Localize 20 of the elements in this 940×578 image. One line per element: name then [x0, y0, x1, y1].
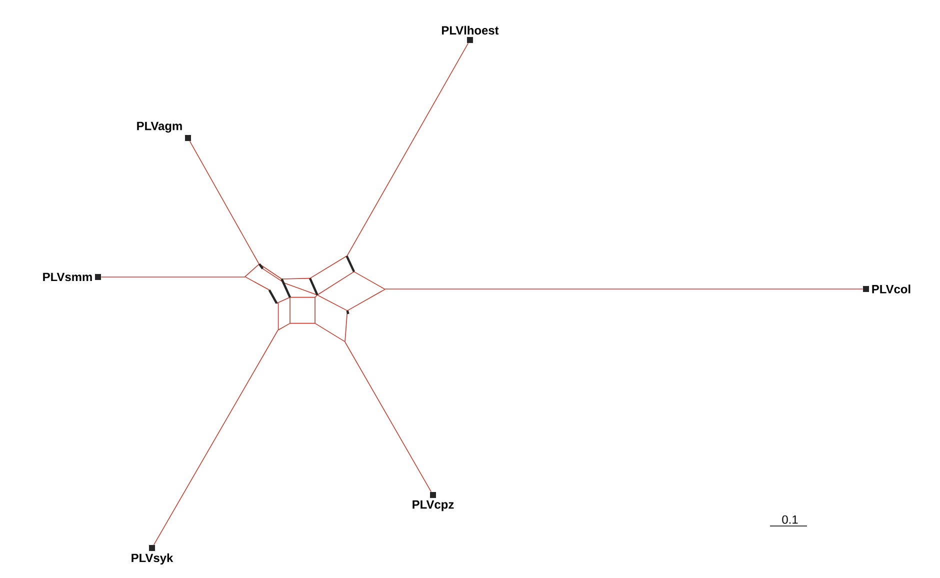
taxon-marker — [95, 274, 101, 280]
taxon-label: PLVcpz — [412, 500, 454, 512]
taxon-label: PLVagm — [137, 122, 182, 133]
split-network-drawing — [244, 256, 386, 342]
taxon-marker — [430, 492, 436, 498]
branch-line — [189, 140, 260, 264]
taxon-label: PLVsmm — [43, 272, 92, 282]
taxon-label: PLVsyk — [132, 553, 174, 565]
branch-line — [384, 288, 864, 290]
taxon-label: PLVcol — [872, 284, 910, 294]
scale-label: 0.1 — [782, 515, 798, 524]
taxon-marker — [467, 37, 473, 43]
branch-line — [100, 276, 246, 278]
taxon-marker — [185, 135, 191, 141]
branch-line — [153, 330, 278, 546]
taxon-label: PLVlhoest — [442, 26, 499, 35]
taxon-marker — [149, 545, 155, 551]
branch-line — [346, 42, 469, 256]
branch-line — [344, 342, 432, 492]
taxon-marker — [863, 286, 869, 292]
